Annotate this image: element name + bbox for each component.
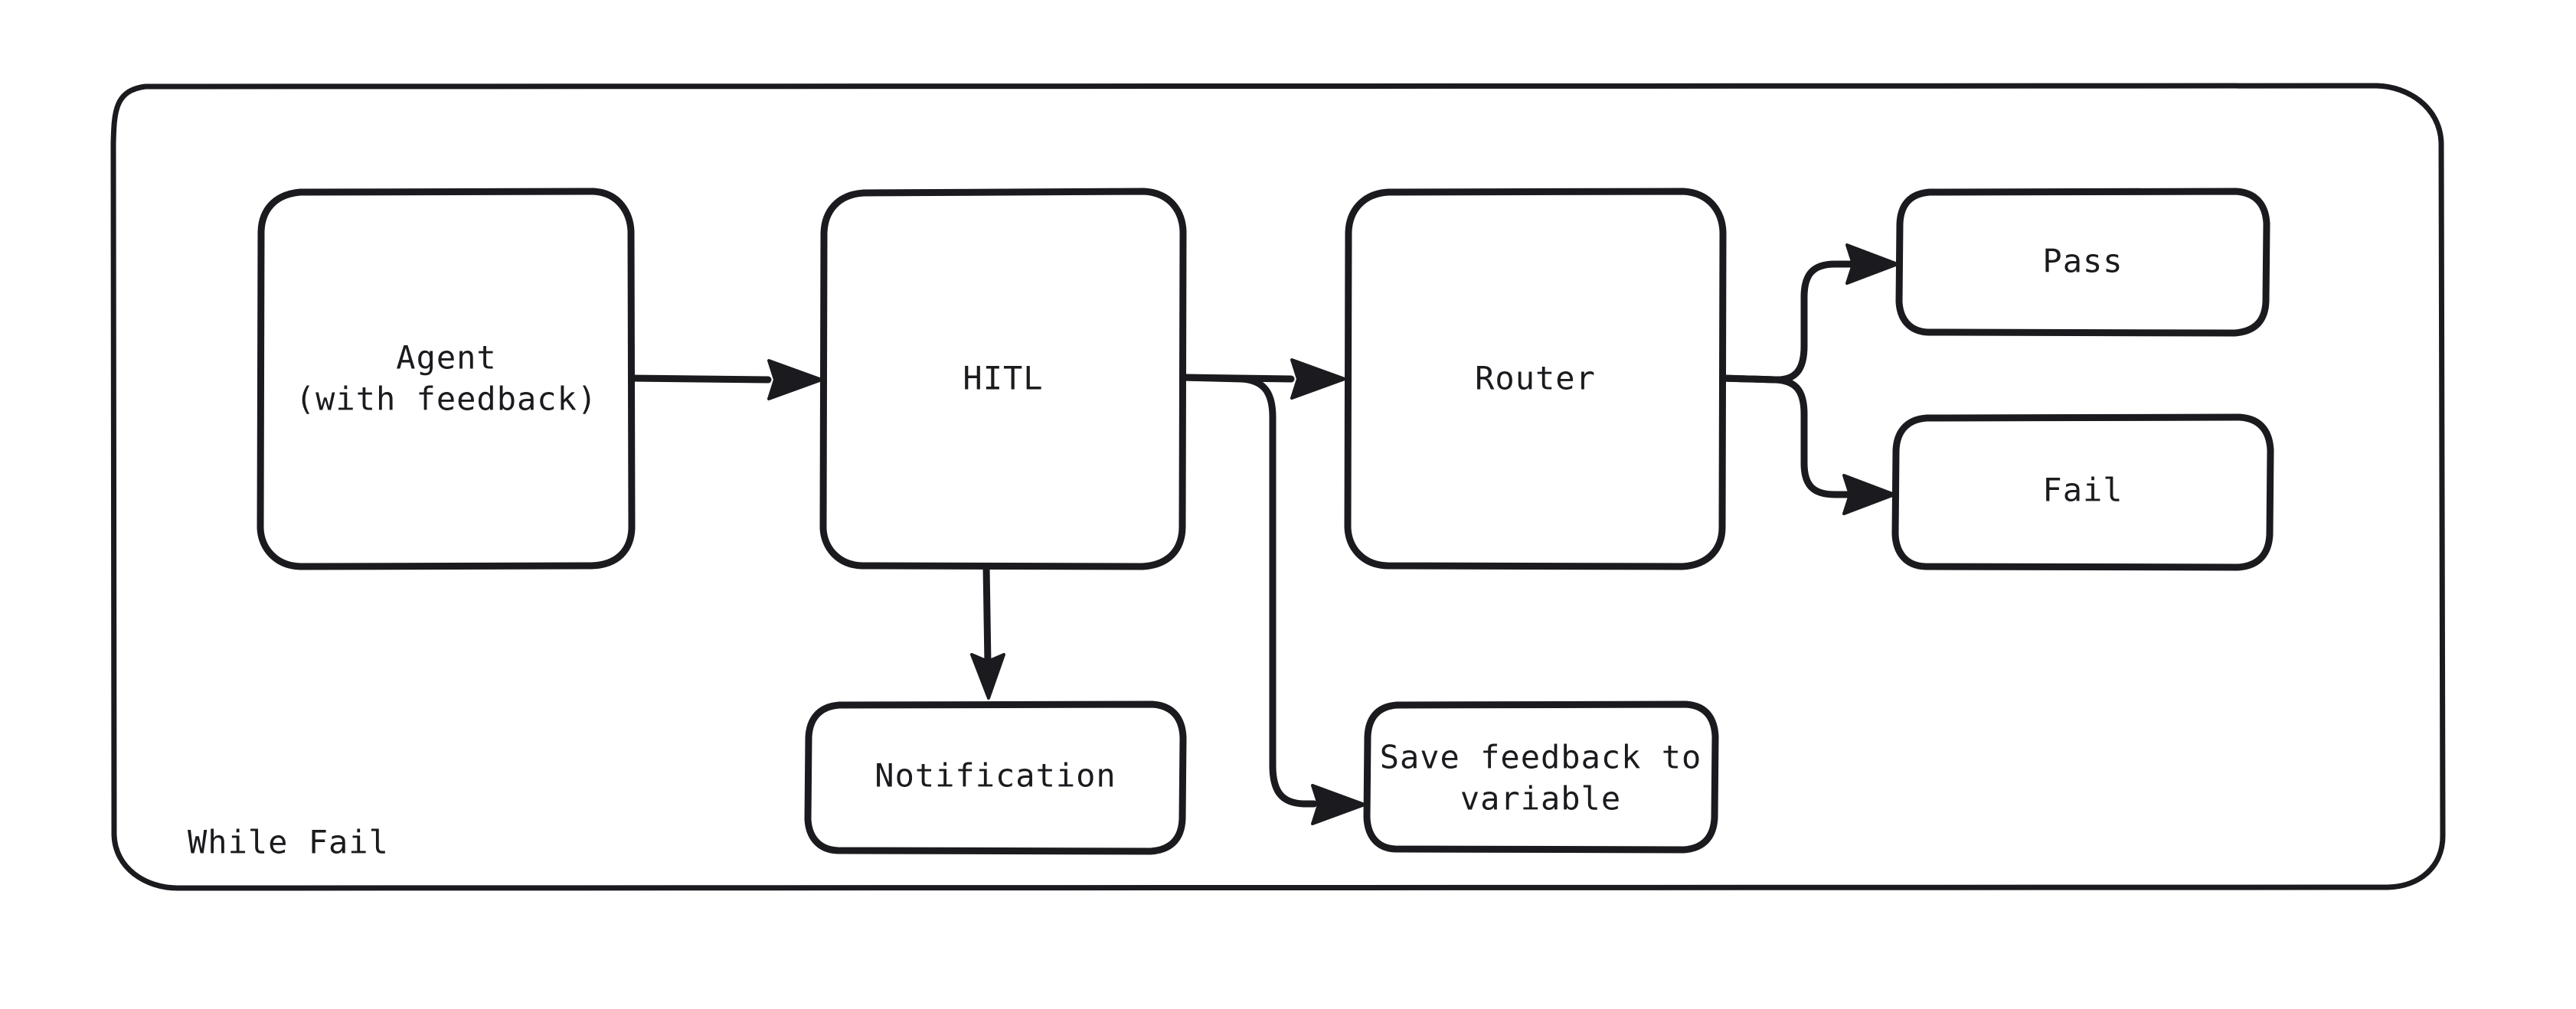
edge-router-to-fail-arrowhead [1842, 474, 1896, 515]
node-router-label: Router [1475, 360, 1596, 397]
edge-router-to-pass-arrowhead [1845, 243, 1899, 285]
node-notification[interactable]: Notification [804, 700, 1187, 855]
node-fail-label: Fail [2042, 472, 2123, 509]
node-fail[interactable]: Fail [1891, 413, 2274, 571]
edge-router-to-fail-line [1719, 374, 1854, 498]
node-agent-label-line2: (with feedback) [296, 380, 597, 418]
node-router[interactable]: Router [1344, 188, 1727, 570]
node-notification-outline [804, 700, 1187, 855]
node-pass-outline [1895, 188, 2270, 337]
node-router-outline [1344, 188, 1727, 570]
edge-agent-to-hitl-line [628, 374, 772, 384]
edge-hitl-to-router-arrowhead [1290, 358, 1346, 400]
edge-router-to-fail [1719, 374, 1896, 515]
edge-hitl-to-save-feedback-line [1179, 374, 1318, 808]
edge-agent-to-hitl [628, 359, 823, 400]
edge-hitl-to-save-feedback [1179, 374, 1366, 825]
node-save-feedback-label-line2: variable [1460, 780, 1621, 818]
edge-hitl-to-notification [970, 563, 1005, 700]
node-notification-label: Notification [874, 757, 1116, 795]
edge-hitl-to-notification-line [982, 563, 992, 668]
node-save-feedback[interactable]: Save feedback to variable [1363, 700, 1719, 854]
edge-router-to-pass [1719, 243, 1899, 384]
node-fail-outline [1891, 413, 2274, 571]
edge-router-to-pass-line [1719, 260, 1855, 384]
group-while-fail[interactable]: While Fail [110, 83, 2446, 891]
node-hitl-outline [819, 188, 1187, 570]
node-pass[interactable]: Pass [1895, 188, 2270, 337]
node-pass-label: Pass [2042, 243, 2123, 280]
node-save-feedback-outline [1363, 700, 1719, 854]
node-save-feedback-label-line1: Save feedback to [1380, 739, 1702, 776]
edge-hitl-to-save-feedback-arrowhead [1311, 784, 1366, 825]
group-while-fail-label: While Fail [188, 824, 389, 861]
node-agent[interactable]: Agent (with feedback) [257, 188, 636, 570]
group-while-fail-outline [110, 83, 2446, 891]
node-agent-label-line1: Agent [396, 339, 496, 377]
node-hitl[interactable]: HITL [819, 188, 1187, 570]
edge-hitl-to-notification-arrowhead [970, 653, 1005, 700]
node-hitl-label: HITL [963, 360, 1043, 397]
edge-agent-to-hitl-arrowhead [767, 359, 823, 400]
node-agent-outline [257, 188, 636, 570]
